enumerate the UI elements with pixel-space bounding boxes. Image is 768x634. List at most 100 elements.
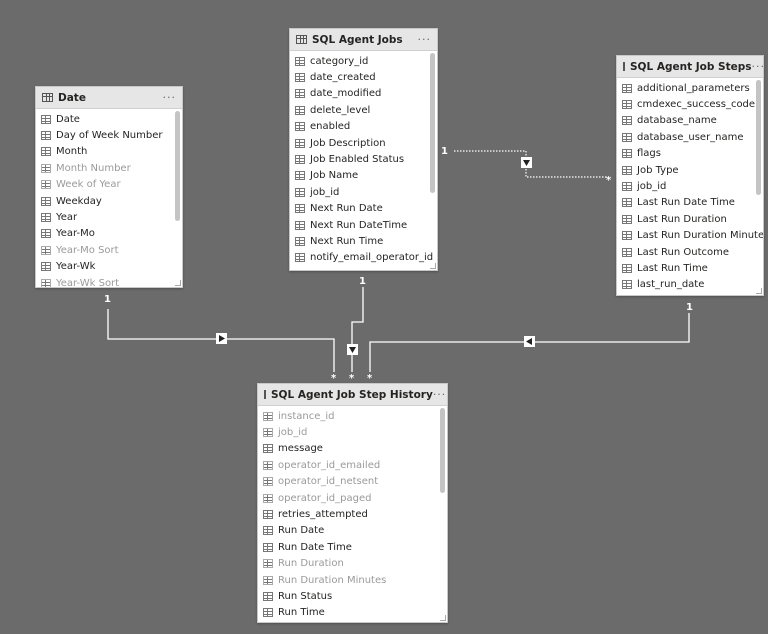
field-table-icon	[622, 280, 632, 290]
field-row[interactable]: additional_parameters	[617, 80, 763, 96]
field-table-icon	[622, 214, 632, 224]
field-row[interactable]: Date	[36, 111, 182, 127]
field-name: database_user_name	[637, 131, 744, 143]
field-name: Year-Mo	[56, 228, 95, 240]
field-row[interactable]: Week of Year	[36, 177, 182, 193]
field-table-icon	[622, 132, 632, 142]
field-row[interactable]: operator_id_emailed	[258, 457, 447, 473]
field-row[interactable]: Month	[36, 144, 182, 160]
field-name: Next Run Date	[310, 203, 383, 215]
field-table-icon	[41, 163, 51, 173]
field-row[interactable]: cmdexec_success_code	[617, 96, 763, 112]
field-row[interactable]: Job Enabled Status	[290, 151, 437, 167]
field-name: job_id	[637, 181, 667, 193]
field-row[interactable]: retries_attempted	[258, 506, 447, 522]
table-header[interactable]: SQL Agent Jobs ···	[290, 29, 437, 51]
field-row[interactable]: Job Description	[290, 135, 437, 151]
field-row[interactable]: delete_level	[290, 102, 437, 118]
field-name: Month	[56, 146, 88, 158]
field-row[interactable]: Month Number	[36, 160, 182, 176]
table-sql-agent-job-step-history[interactable]: SQL Agent Job Step History ··· instance_…	[257, 383, 448, 623]
field-name: Job Enabled Status	[310, 154, 405, 166]
more-options-icon[interactable]: ···	[751, 60, 764, 73]
field-row[interactable]: Year-Mo Sort	[36, 242, 182, 258]
field-row[interactable]: Run Time	[258, 605, 447, 621]
field-row[interactable]: Run Date Time	[258, 539, 447, 555]
field-table-icon	[295, 56, 305, 66]
field-row[interactable]: database_name	[617, 113, 763, 129]
field-table-icon	[622, 263, 632, 273]
field-row[interactable]: Job Name	[290, 168, 437, 184]
more-options-icon[interactable]: ···	[417, 33, 431, 46]
field-row[interactable]: Run Duration Minutes	[258, 572, 447, 588]
field-row[interactable]: Day of Week Number	[36, 127, 182, 143]
field-row[interactable]: enabled	[290, 119, 437, 135]
table-sql-agent-job-steps[interactable]: SQL Agent Job Steps ··· additional_param…	[616, 55, 764, 296]
scrollbar[interactable]	[440, 408, 445, 493]
cardinality-date-one: 1	[104, 294, 111, 305]
table-header[interactable]: Date ···	[36, 87, 182, 109]
field-row[interactable]: category_id	[290, 53, 437, 69]
field-row[interactable]: date_created	[290, 69, 437, 85]
field-row[interactable]: Last Run Date Time	[617, 195, 763, 211]
resize-handle-icon[interactable]	[440, 615, 446, 621]
field-row[interactable]: Year	[36, 209, 182, 225]
field-table-icon	[295, 236, 305, 246]
field-row[interactable]: Last Run Time	[617, 260, 763, 276]
field-row[interactable]: Next Run Date	[290, 201, 437, 217]
field-row[interactable]: job_id	[290, 184, 437, 200]
field-row[interactable]: date_modified	[290, 86, 437, 102]
field-row[interactable]: Run Date	[258, 523, 447, 539]
cardinality-steps-many: *	[606, 175, 612, 186]
field-row[interactable]: flags	[617, 146, 763, 162]
field-row[interactable]: operator_id_paged	[258, 490, 447, 506]
field-row[interactable]: operator_id_netsent	[258, 474, 447, 490]
field-table-icon	[295, 155, 305, 165]
scrollbar[interactable]	[175, 111, 180, 221]
field-row[interactable]: Weekday	[36, 193, 182, 209]
field-row[interactable]: job_id	[258, 424, 447, 440]
field-table-icon	[263, 591, 273, 601]
field-row[interactable]: database_user_name	[617, 129, 763, 145]
field-name: instance_id	[278, 410, 335, 422]
field-name: enabled	[310, 121, 351, 133]
field-row[interactable]: Run Status	[258, 588, 447, 604]
field-row[interactable]: Next Run DateTime	[290, 217, 437, 233]
field-row[interactable]: Last Run Outcome	[617, 244, 763, 260]
field-table-icon	[295, 253, 305, 263]
field-table-icon	[263, 493, 273, 503]
field-row[interactable]: last_run_date	[617, 277, 763, 293]
field-row[interactable]: job_id	[617, 178, 763, 194]
more-options-icon[interactable]: ···	[432, 388, 447, 401]
field-table-icon	[41, 229, 51, 239]
field-row[interactable]: notify_email_operator_id	[290, 250, 437, 266]
table-header[interactable]: SQL Agent Job Step History ···	[258, 384, 447, 406]
resize-handle-icon[interactable]	[756, 288, 762, 294]
field-row[interactable]: Last Run Duration	[617, 211, 763, 227]
scrollbar[interactable]	[430, 53, 435, 193]
field-table-icon	[622, 182, 632, 192]
resize-handle-icon[interactable]	[175, 280, 181, 286]
field-row[interactable]: message	[258, 441, 447, 457]
field-row[interactable]: Job Type	[617, 162, 763, 178]
field-name: job_id	[278, 427, 308, 439]
table-header[interactable]: SQL Agent Job Steps ···	[617, 56, 763, 78]
resize-handle-icon[interactable]	[430, 263, 436, 269]
field-table-icon	[295, 138, 305, 148]
cardinality-steps-one: 1	[686, 302, 693, 313]
field-row[interactable]: Run Duration	[258, 556, 447, 572]
field-row[interactable]: Year-Mo	[36, 226, 182, 242]
field-row[interactable]: instance_id	[258, 408, 447, 424]
more-options-icon[interactable]: ···	[162, 91, 176, 104]
field-name: Last Run Date Time	[637, 197, 735, 209]
field-row[interactable]: Year-Wk	[36, 259, 182, 275]
relationship-jobs-history[interactable]	[351, 287, 364, 372]
scrollbar[interactable]	[756, 80, 761, 195]
field-table-icon	[622, 247, 632, 257]
field-row[interactable]: Last Run Duration Minutes	[617, 228, 763, 244]
field-row[interactable]: Year-Wk Sort	[36, 275, 182, 287]
field-row[interactable]: Next Run Time	[290, 233, 437, 249]
